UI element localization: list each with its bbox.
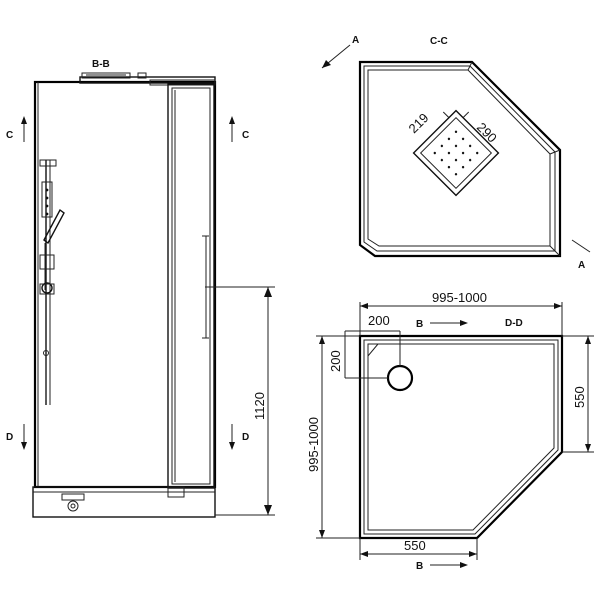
- section-b-top: B: [416, 319, 423, 330]
- drain-outlet-icon: [61, 493, 85, 512]
- floor-drain-icon: [386, 364, 414, 392]
- section-c-left: C: [6, 130, 13, 141]
- dim-drain-x: 200: [368, 313, 390, 328]
- section-markers-elevation: [21, 116, 235, 450]
- dim-drain-y: 200: [328, 350, 343, 372]
- dim-panel-b: 290: [474, 120, 500, 146]
- section-a-top: A: [352, 35, 359, 46]
- section-bb-label: B-B: [92, 59, 110, 70]
- dim-width-left: 995-1000: [306, 417, 321, 472]
- dim-height-label: 1120: [252, 392, 267, 420]
- dim-side-bottom: 550: [404, 538, 426, 553]
- section-d-right: D: [242, 432, 249, 443]
- dim-width-top: 995-1000: [432, 290, 487, 305]
- front-elevation: [32, 72, 275, 518]
- dim-panel-a: 219: [406, 110, 432, 136]
- dim-side-right: 550: [572, 386, 587, 408]
- section-cc-title: C-C: [430, 36, 448, 47]
- section-b-bottom: B: [416, 561, 423, 572]
- section-dd-plan: [316, 302, 594, 568]
- section-d-left: D: [6, 432, 13, 443]
- section-dd-title: D-D: [505, 318, 523, 329]
- shower-column-icon: [39, 159, 65, 405]
- height-dimension: [205, 286, 275, 516]
- section-cc-plan: [321, 44, 591, 258]
- shower-panel-icon: [412, 109, 500, 197]
- section-a-bottom: A: [578, 260, 585, 271]
- section-c-right: C: [242, 130, 249, 141]
- ceiling-shower-icon: [81, 72, 147, 79]
